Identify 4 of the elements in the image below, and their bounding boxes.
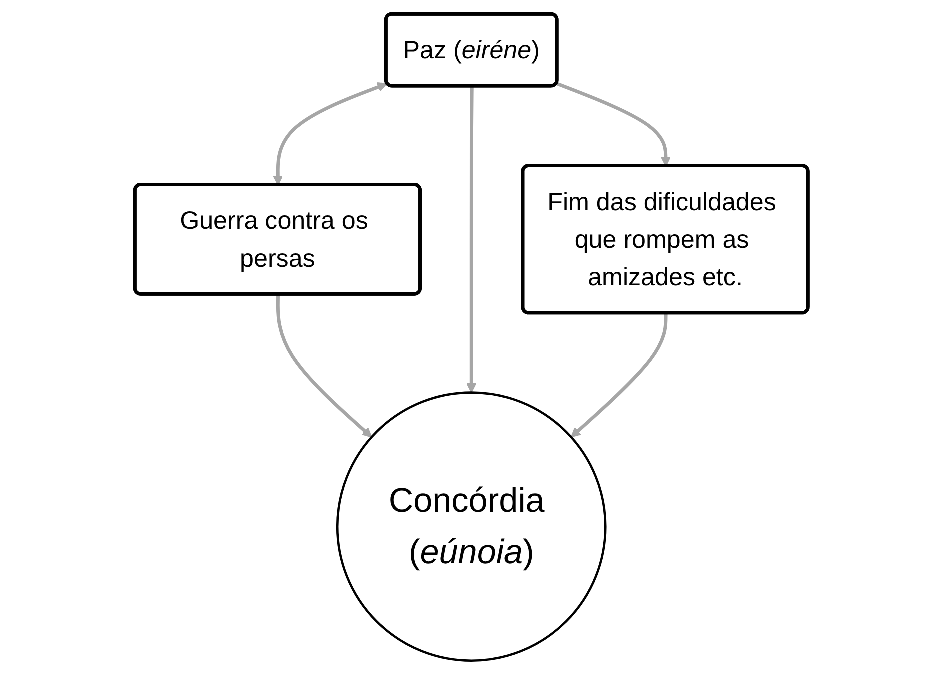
arrow bbox=[466, 86, 477, 394]
node-circle: Concórdia (eúnoia) bbox=[336, 392, 607, 662]
arrow bbox=[276, 294, 372, 438]
arrow bbox=[570, 314, 668, 438]
